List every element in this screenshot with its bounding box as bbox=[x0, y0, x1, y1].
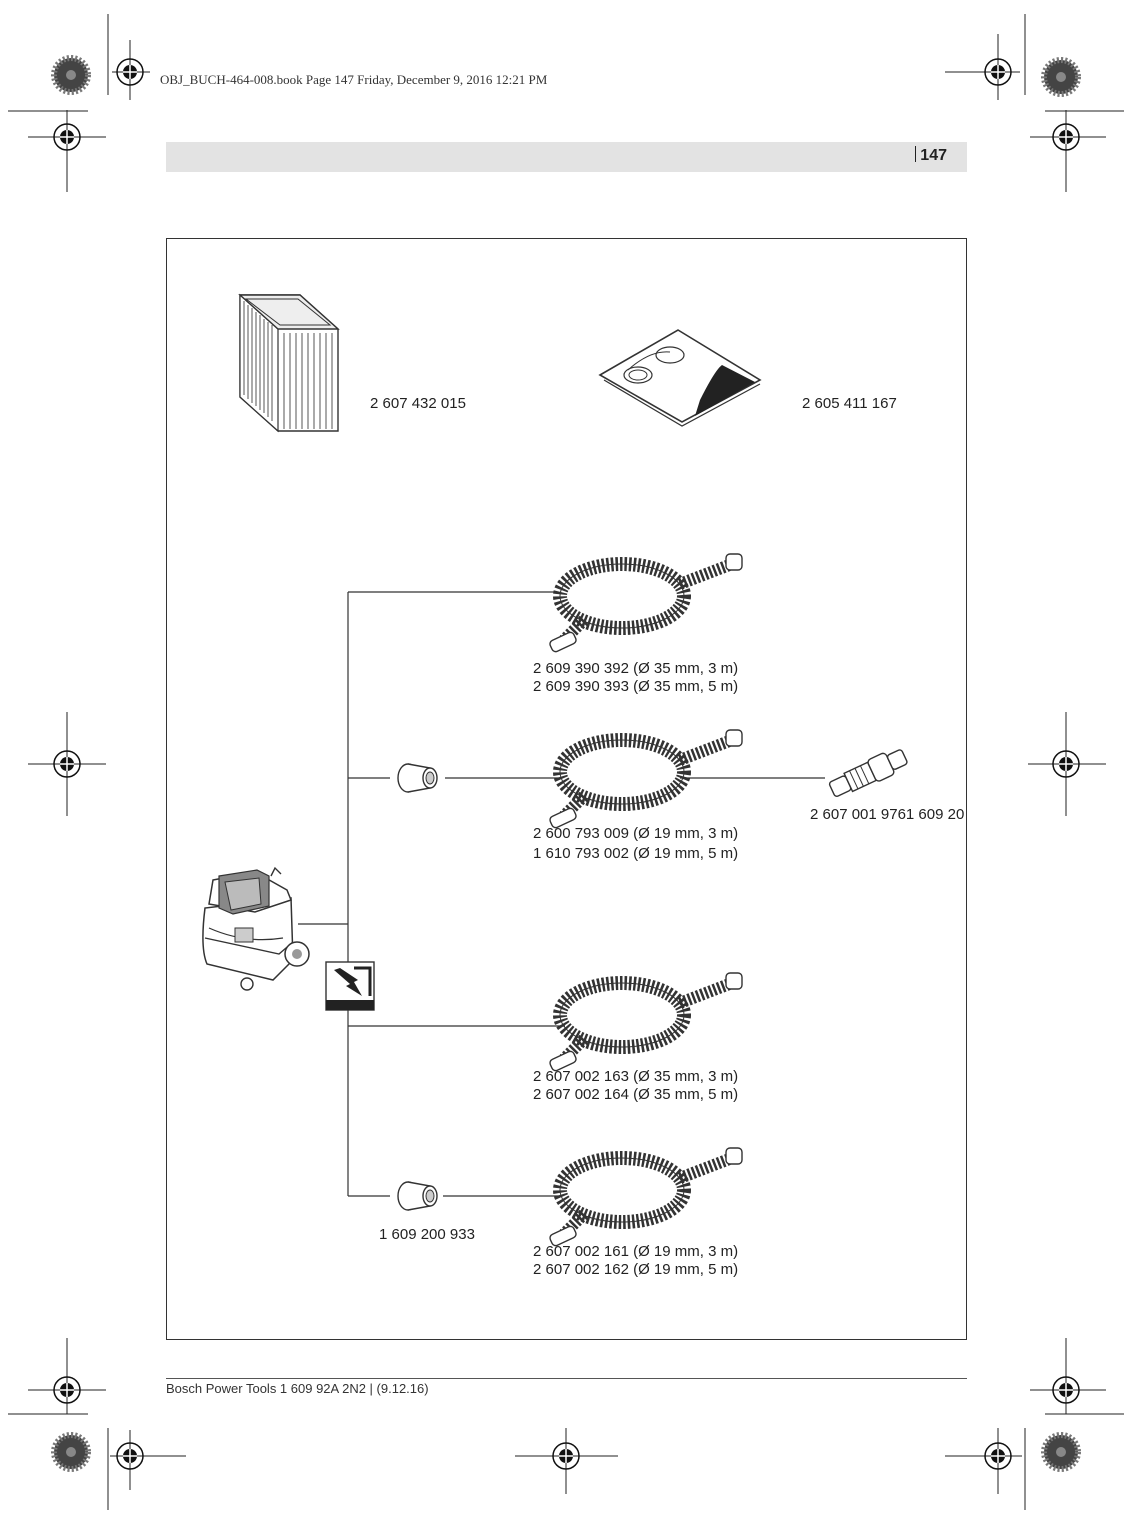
bag-part-number: 2 605 411 167 bbox=[802, 395, 897, 412]
connection-lines bbox=[298, 591, 825, 1197]
antistatic-hose-19-part-number-5m: 2 607 002 162 (Ø 19 mm, 5 m) bbox=[533, 1261, 739, 1278]
connector-part-number: 2 607 001 9761 609 20 bbox=[810, 806, 965, 823]
adapter-part-number: 1 609 200 933 bbox=[379, 1226, 475, 1243]
antistatic-hose-35-part-number-5m: 2 607 002 164 (Ø 35 mm, 5 m) bbox=[533, 1086, 739, 1103]
vacuum-cleaner-icon bbox=[202, 866, 310, 991]
hose-35-part-number-3m: 2 609 390 392 (Ø 35 mm, 3 m) bbox=[533, 660, 739, 677]
pleated-filter-icon bbox=[238, 293, 340, 433]
filter-part-number: 2 607 432 015 bbox=[370, 395, 466, 412]
print-header: OBJ_BUCH-464-008.book Page 147 Friday, D… bbox=[160, 72, 548, 87]
antistatic-icon bbox=[325, 961, 375, 1011]
page-number: 147 bbox=[915, 146, 947, 165]
hose-19-part-number-5m: 1 610 793 002 (Ø 19 mm, 5 m) bbox=[533, 845, 739, 862]
antistatic-hose-35-part-number-3m: 2 607 002 163 (Ø 35 mm, 3 m) bbox=[533, 1068, 739, 1085]
footer-rule bbox=[166, 1378, 967, 1379]
hose-35-part-number-5m: 2 609 390 393 (Ø 35 mm, 5 m) bbox=[533, 678, 739, 695]
footer-text: Bosch Power Tools 1 609 92A 2N2 | (9.12.… bbox=[166, 1381, 429, 1396]
hose-19-part-number-3m: 2 600 793 009 (Ø 19 mm, 3 m) bbox=[533, 825, 739, 842]
accessories-frame bbox=[166, 238, 967, 1340]
tool-connector-icon bbox=[828, 749, 908, 797]
dust-bag-icon bbox=[598, 329, 762, 427]
header-band: 147 bbox=[166, 142, 967, 172]
antistatic-hose-19-part-number-3m: 2 607 002 161 (Ø 19 mm, 3 m) bbox=[533, 1243, 739, 1260]
